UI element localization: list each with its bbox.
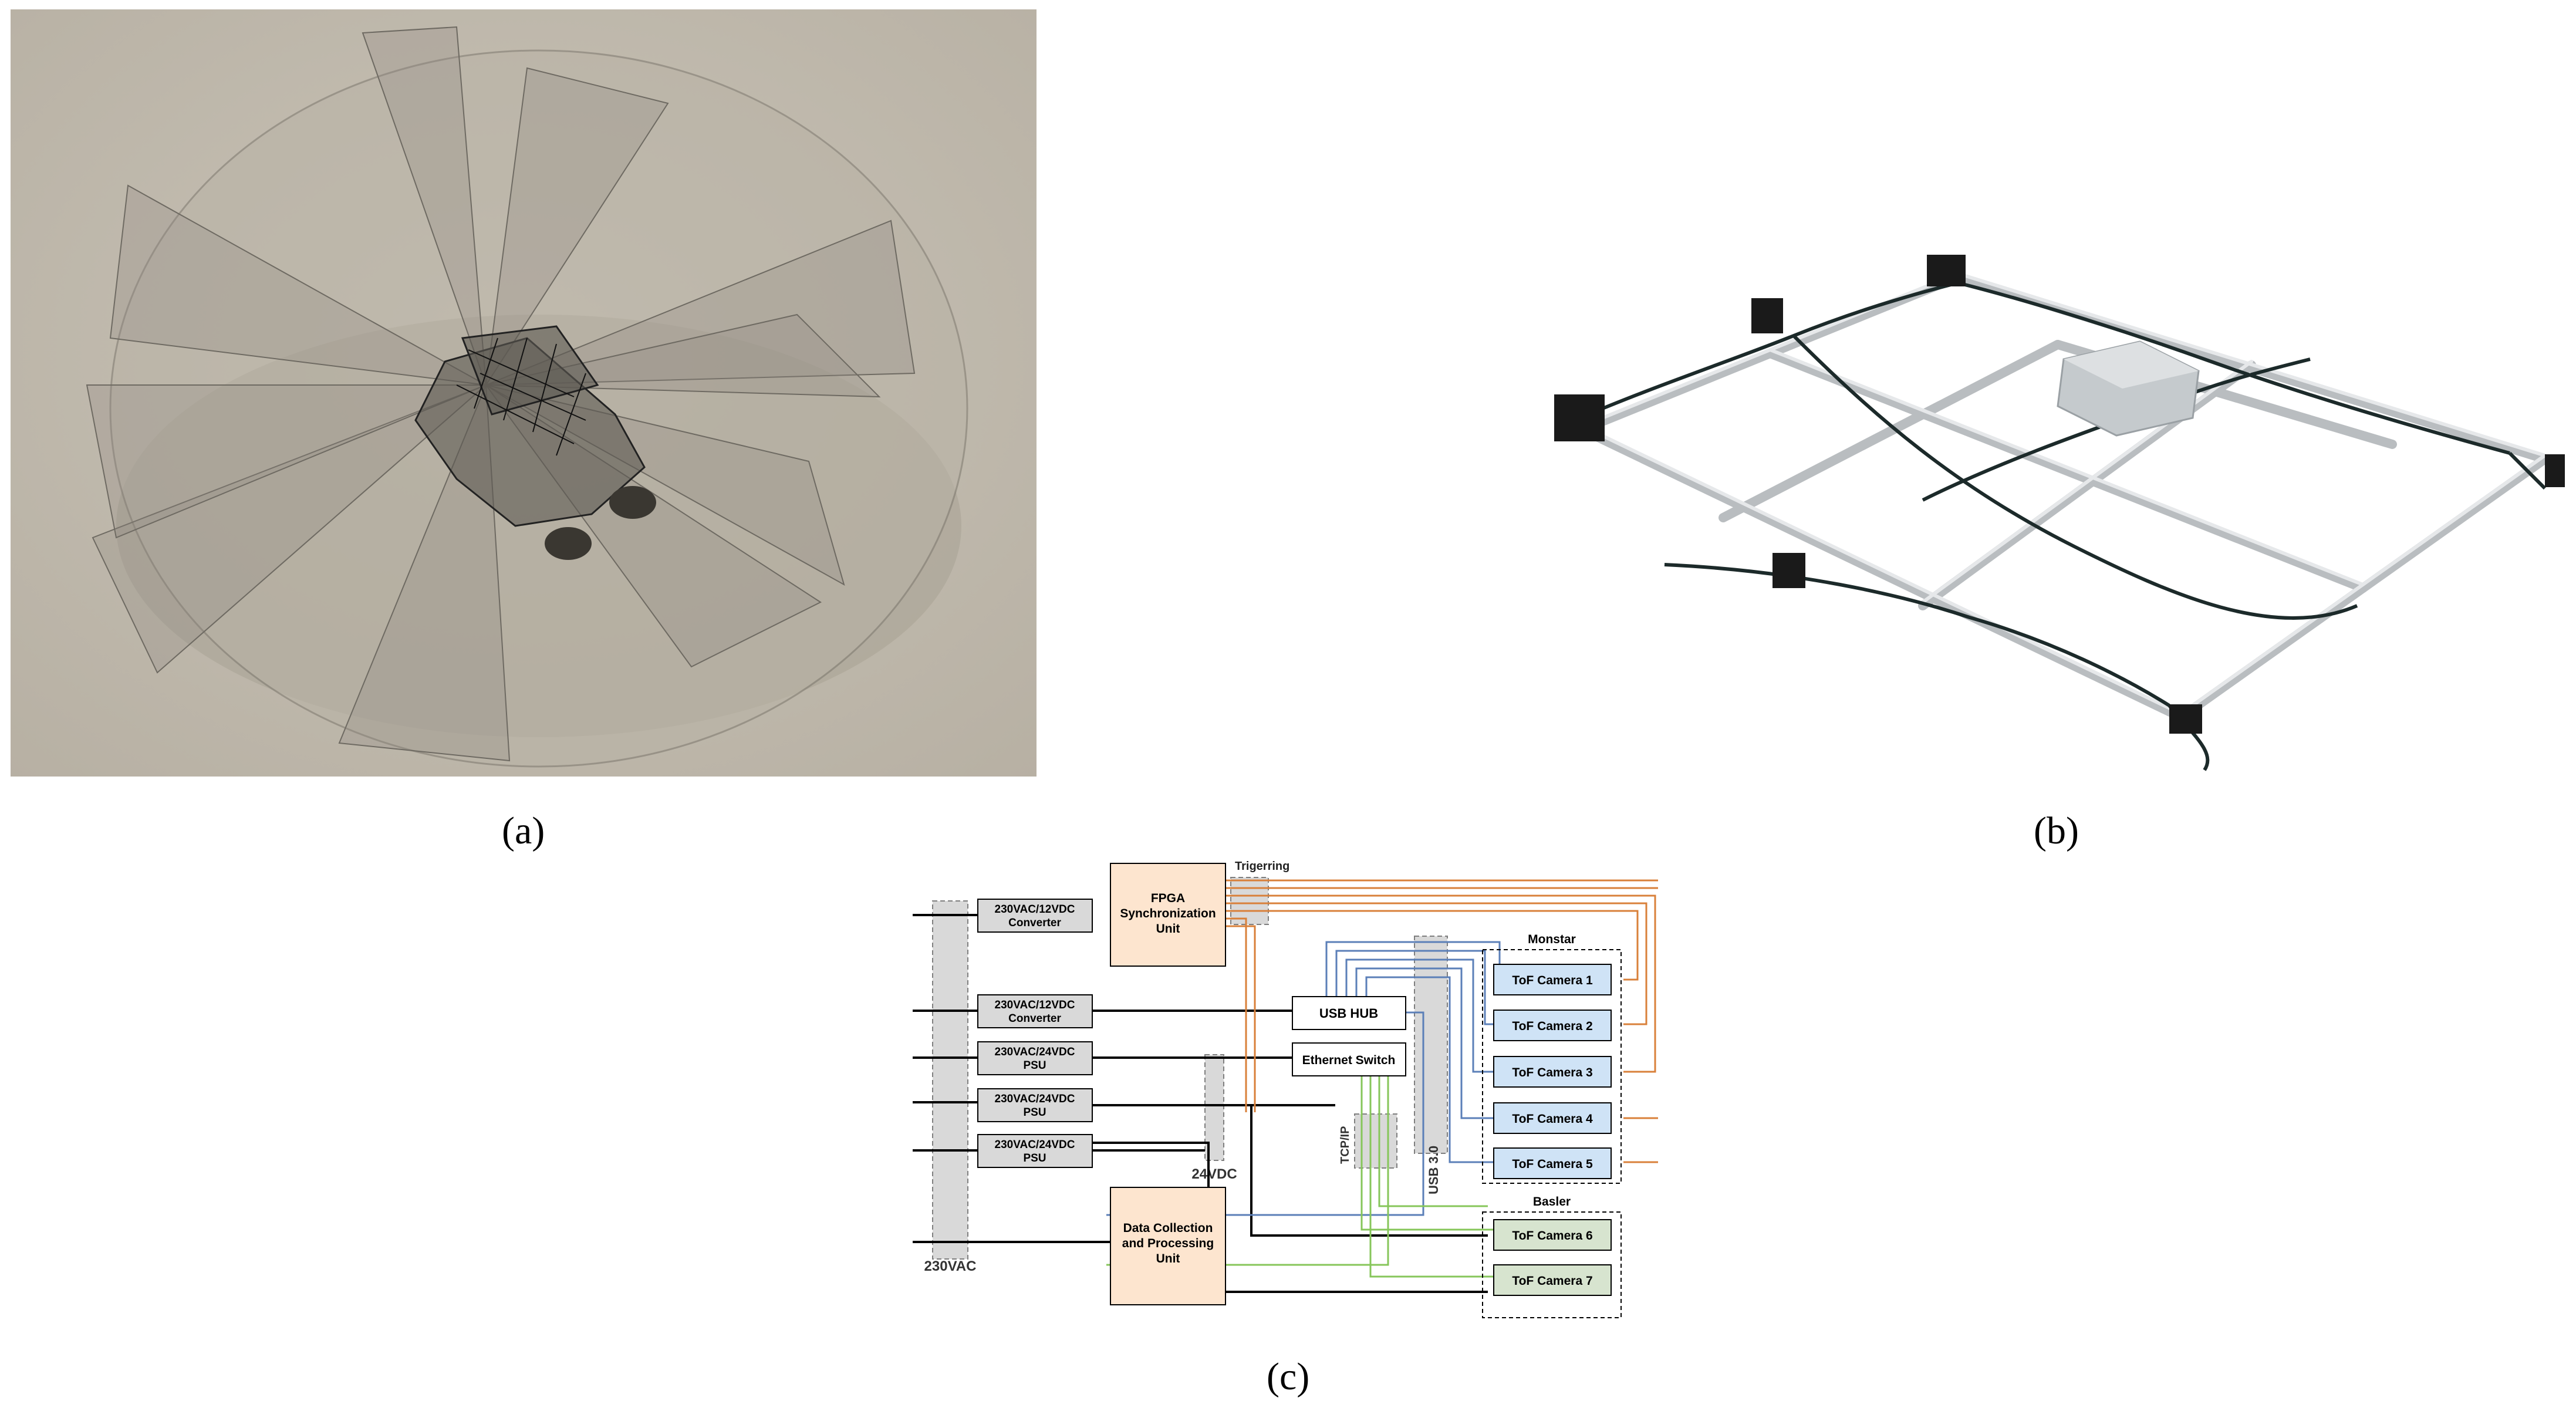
dc24-bus (1204, 1054, 1224, 1161)
trigger-bus (1230, 877, 1269, 925)
svg-text:Converter: Converter (1008, 1012, 1061, 1025)
svg-text:230VAC/24VDC: 230VAC/24VDC (995, 1139, 1075, 1151)
svg-text:Converter: Converter (1008, 917, 1061, 929)
tof-camera-5: ToF Camera 5 (1493, 1147, 1612, 1179)
power-distribution-lines (1092, 1010, 1488, 1293)
fpga-sync-unit: FPGA Synchronization Unit (1110, 863, 1226, 967)
converter-2: 230VAC/12VDC Converter (977, 994, 1093, 1028)
svg-text:PSU: PSU (1023, 1059, 1046, 1072)
tof-camera-6: ToF Camera 6 (1493, 1219, 1612, 1251)
usb-hub: USB HUB (1292, 996, 1406, 1030)
svg-text:PSU: PSU (1023, 1152, 1046, 1164)
svg-text:ToF Camera 3: ToF Camera 3 (1512, 1066, 1592, 1079)
svg-text:ToF Camera 1: ToF Camera 1 (1512, 974, 1593, 987)
ethernet-switch: Ethernet Switch (1292, 1042, 1406, 1076)
psu-3: 230VAC/24VDC PSU (977, 1134, 1093, 1168)
basler-group: Basler (1482, 1195, 1622, 1318)
svg-text:Unit: Unit (1156, 922, 1180, 936)
svg-text:PSU: PSU (1023, 1106, 1046, 1119)
svg-text:230VAC/24VDC: 230VAC/24VDC (995, 1046, 1075, 1058)
dc24-bus-label: 24VDC (1191, 1166, 1237, 1182)
svg-text:and Processing: and Processing (1122, 1237, 1214, 1250)
power-input-lines (913, 914, 1110, 1243)
tof-camera-7: ToF Camera 7 (1493, 1264, 1612, 1296)
usb-bus (1414, 936, 1448, 1154)
svg-text:Synchronization: Synchronization (1120, 907, 1216, 920)
svg-text:Ethernet Switch: Ethernet Switch (1302, 1054, 1396, 1067)
svg-text:ToF Camera 7: ToF Camera 7 (1512, 1274, 1592, 1288)
tof-camera-1: ToF Camera 1 (1493, 964, 1612, 995)
caption-a: (a) (502, 809, 545, 852)
monstar-group: Monstar (1482, 933, 1622, 1184)
caption-b: (b) (2034, 809, 2079, 852)
monstar-label: Monstar (1528, 933, 1576, 946)
psu-2: 230VAC/24VDC PSU (977, 1088, 1093, 1122)
svg-text:ToF Camera 4: ToF Camera 4 (1512, 1112, 1593, 1126)
tof-camera-2: ToF Camera 2 (1493, 1010, 1612, 1041)
svg-text:USB HUB: USB HUB (1319, 1006, 1378, 1021)
svg-text:ToF Camera 2: ToF Camera 2 (1512, 1020, 1592, 1033)
svg-text:ToF Camera 6: ToF Camera 6 (1512, 1229, 1592, 1243)
rig-photo (1547, 242, 2571, 782)
tof-camera-3: ToF Camera 3 (1493, 1056, 1612, 1088)
converter-1: 230VAC/12VDC Converter (977, 899, 1093, 933)
car-sensor-fov-render-image (11, 9, 1037, 777)
trigger-bus-label: Trigerring (1235, 860, 1289, 873)
ac-bus-label: 230VAC (924, 1258, 977, 1274)
svg-text:ToF Camera 5: ToF Camera 5 (1512, 1157, 1593, 1171)
data-collection-unit: Data Collection and Processing Unit (1110, 1187, 1226, 1305)
usb-bus-label: USB 3.0 (1426, 1146, 1441, 1194)
sensor-fov-render (11, 9, 1037, 777)
svg-text:Data Collection: Data Collection (1123, 1221, 1213, 1235)
svg-text:FPGA: FPGA (1151, 892, 1185, 905)
svg-text:Unit: Unit (1156, 1252, 1180, 1265)
caption-c: (c) (1267, 1355, 1310, 1398)
system-block-diagram: 230VAC Trigerring 24VDC USB 3.0 TCP/IP (913, 854, 1674, 1324)
svg-text:230VAC/12VDC: 230VAC/12VDC (995, 999, 1075, 1011)
svg-text:230VAC/24VDC: 230VAC/24VDC (995, 1093, 1075, 1105)
basler-label: Basler (1533, 1195, 1571, 1209)
tcp-bus-label: TCP/IP (1339, 1126, 1352, 1164)
ac-bus (932, 900, 968, 1260)
svg-text:230VAC/12VDC: 230VAC/12VDC (995, 903, 1075, 916)
usb-lines (1106, 941, 1518, 1216)
aluminum-rig-with-cameras-photo (1547, 242, 2571, 782)
tof-camera-4: ToF Camera 4 (1493, 1102, 1612, 1134)
psu-1: 230VAC/24VDC PSU (977, 1041, 1093, 1075)
